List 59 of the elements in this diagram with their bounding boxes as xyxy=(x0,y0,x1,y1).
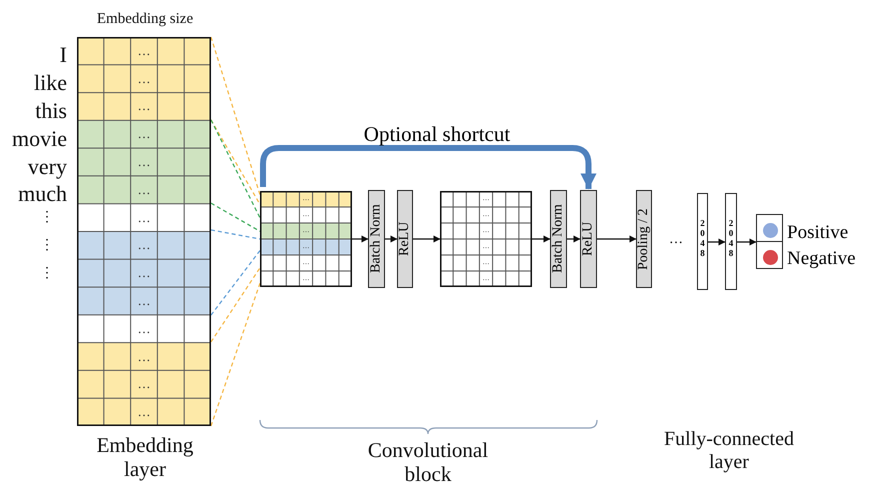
ellipsis: … xyxy=(136,266,152,280)
feature-map-grid xyxy=(260,191,352,287)
arrow xyxy=(597,236,636,242)
vertical-ellipsis: ⋮ xyxy=(40,210,54,226)
projection-line xyxy=(210,267,260,342)
class-dot xyxy=(763,223,778,238)
arrow xyxy=(413,236,440,242)
ellipsis: … xyxy=(136,350,152,363)
ellipsis: … xyxy=(136,155,152,168)
ellipsis: … xyxy=(136,127,152,140)
batch-norm-layer: Batch Norm xyxy=(550,190,567,288)
arrow xyxy=(352,236,368,242)
projection-line xyxy=(210,202,260,232)
ellipsis: … xyxy=(136,44,152,57)
shortcut-arrow xyxy=(260,145,596,190)
layer-caption: Embedding layer xyxy=(96,433,194,482)
ellipsis: … xyxy=(136,294,152,307)
word-label: this xyxy=(35,98,67,124)
projection-line xyxy=(210,282,261,426)
feature-map-grid xyxy=(440,191,532,287)
ellipsis: … xyxy=(669,232,683,248)
axis-title: Embedding size xyxy=(96,11,194,28)
word-label: like xyxy=(34,70,67,96)
layer-caption: Fully-connected layer xyxy=(663,428,795,474)
word-label: movie xyxy=(12,126,67,152)
ellipsis: … xyxy=(136,99,152,112)
ellipsis: … xyxy=(136,210,152,224)
word-label: much xyxy=(18,181,67,206)
word-label: very xyxy=(28,154,67,180)
arrow xyxy=(385,236,398,242)
ellipsis: … xyxy=(136,377,152,390)
ellipsis: … xyxy=(136,322,152,335)
batch-norm-layer: Batch Norm xyxy=(368,190,385,288)
projection-line xyxy=(210,36,261,196)
class-dot xyxy=(763,250,778,265)
output-box xyxy=(756,214,783,269)
projection-line xyxy=(210,229,260,240)
relu-layer: ReLU xyxy=(580,190,597,288)
arrow xyxy=(532,236,550,242)
ellipsis: … xyxy=(136,238,152,252)
ellipsis: … xyxy=(136,182,152,196)
arrow xyxy=(567,236,580,242)
ellipsis: … xyxy=(136,72,152,85)
block-caption: Convolutional block xyxy=(366,438,490,486)
vertical-ellipsis: ⋮ xyxy=(40,266,54,282)
dense-layer: 2048 xyxy=(697,193,708,290)
edge-label: Optional shortcut xyxy=(362,124,512,145)
word-label: I xyxy=(60,42,67,68)
arrow xyxy=(737,238,756,246)
projection-line xyxy=(210,250,260,316)
ellipsis: … xyxy=(136,405,152,418)
embedding-matrix xyxy=(77,37,211,426)
pooling-layer: Pooling / 2 xyxy=(636,190,652,288)
arrow xyxy=(708,238,726,246)
class-label: Negative xyxy=(787,249,856,268)
class-label: Positive xyxy=(787,223,848,242)
vertical-ellipsis: ⋮ xyxy=(40,238,54,254)
relu-layer: ReLU xyxy=(397,190,413,288)
dense-layer: 2048 xyxy=(725,193,737,290)
